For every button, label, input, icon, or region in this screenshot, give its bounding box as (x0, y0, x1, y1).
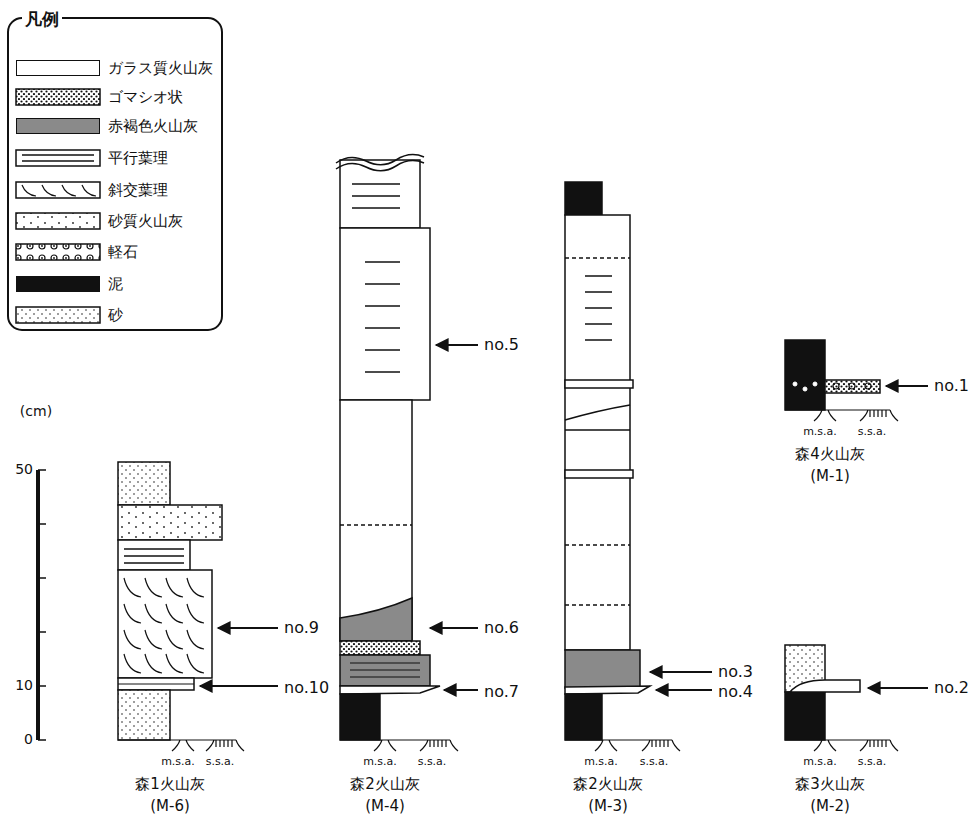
cross-lamination (145, 630, 162, 649)
cross-lamination (124, 578, 141, 597)
section-code: (M-4) (365, 798, 405, 815)
scale-unit: (cm) (20, 404, 52, 419)
legend-title: 凡例 (22, 10, 62, 29)
cross-lamination (145, 578, 162, 597)
legend-swatch (16, 118, 100, 134)
legend-text: 平行葉理 (108, 150, 168, 167)
axis-label: m.s.a. (803, 756, 837, 768)
section-code: (M-2) (810, 798, 850, 815)
legend-text: 赤褐色火山灰 (108, 118, 198, 135)
legend-text: 砂 (108, 307, 123, 324)
cross-lamination (187, 630, 204, 649)
section-name: 森1火山灰 (135, 776, 205, 793)
legend-text: 砂質火山灰 (108, 213, 183, 230)
axis-label: m.s.a. (161, 756, 195, 768)
section-code: (M-3) (588, 798, 628, 815)
sample-number: no.7 (484, 683, 519, 701)
legend-text: 斜交葉理 (108, 182, 168, 199)
axis-label: s.s.a. (858, 426, 887, 438)
axis-label: s.s.a. (418, 756, 447, 768)
section-name: 森3火山灰 (795, 776, 865, 793)
scale-value: 50 (15, 462, 33, 477)
axis-label: m.s.a. (584, 756, 618, 768)
cross-lamination (187, 604, 204, 623)
legend-text: 泥 (108, 276, 123, 293)
cross-lamination (124, 654, 141, 673)
cross-lamination (166, 578, 183, 597)
axis-label: s.s.a. (858, 756, 887, 768)
cross-lamination (166, 630, 183, 649)
sample-axis (565, 740, 680, 751)
axis-label: m.s.a. (803, 426, 837, 438)
section-code: (M-1) (810, 468, 850, 485)
scale-value: 0 (24, 732, 33, 747)
legend-text: 軽石 (108, 244, 138, 261)
sample-number: no.4 (718, 683, 753, 701)
scale-value: 10 (15, 678, 33, 693)
axis-label: s.s.a. (640, 756, 669, 768)
sample-number: no.5 (484, 336, 519, 354)
axis-label: s.s.a. (206, 756, 235, 768)
sample-number: no.1 (934, 377, 969, 395)
sample-number: no.6 (484, 619, 519, 637)
cross-lamination (166, 654, 183, 673)
cross-lamination (124, 630, 141, 649)
cross-lamination (124, 604, 141, 623)
sample-axis (340, 740, 458, 751)
cross-lamination (187, 654, 204, 673)
legend-text: ガラス質火山灰 (108, 60, 213, 77)
section-name: 森2火山灰 (573, 776, 643, 793)
cross-lamination (187, 578, 204, 597)
cross-lamination (145, 604, 162, 623)
legend-swatch (16, 60, 100, 76)
sample-number: no.2 (934, 679, 969, 697)
sample-number: no.9 (284, 619, 319, 637)
section-code: (M-6) (150, 798, 190, 815)
sample-axis (785, 740, 898, 751)
sample-number: no.3 (718, 663, 753, 681)
sample-number: no.10 (284, 679, 329, 697)
sample-axis (118, 740, 244, 751)
section-name: 森2火山灰 (350, 776, 420, 793)
axis-label: m.s.a. (363, 756, 397, 768)
legend-swatch (16, 276, 100, 292)
sample-axis (785, 410, 898, 421)
section-name: 森4火山灰 (795, 446, 865, 463)
cross-lamination (145, 654, 162, 673)
cross-lamination (166, 604, 183, 623)
legend-text: ゴマシオ状 (108, 89, 183, 106)
